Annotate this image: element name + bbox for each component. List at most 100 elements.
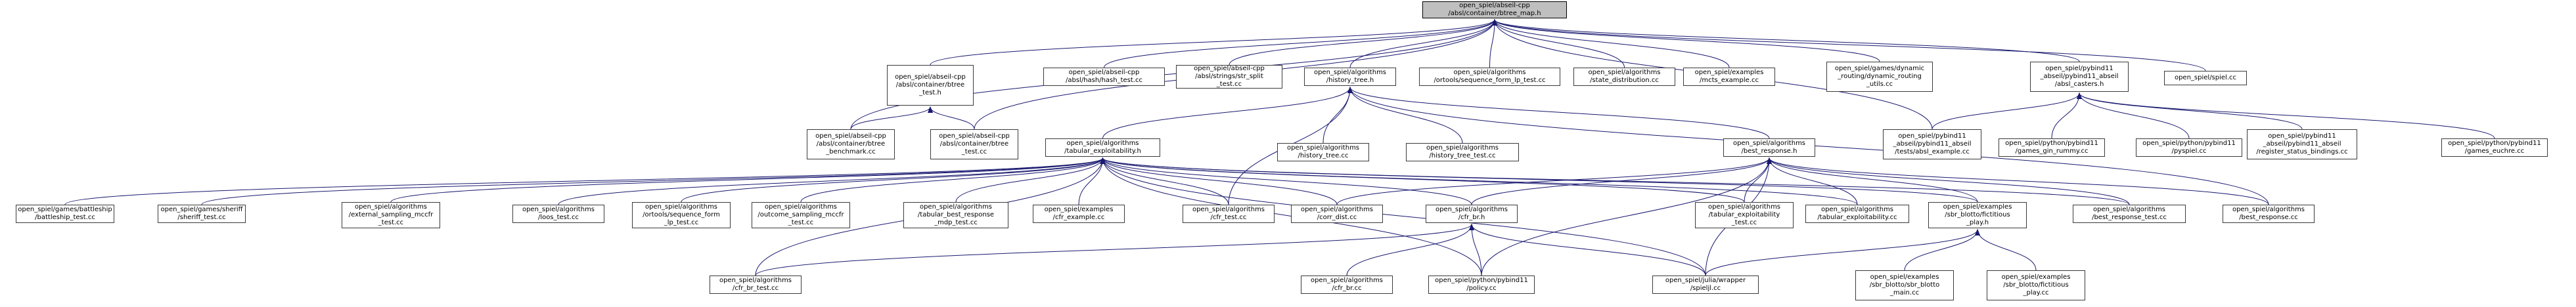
node-cfr_br_test[interactable]: open_spiel/algorithms/cfr_br_test.cc: [710, 276, 802, 294]
node-battleship_test[interactable]: open_spiel/games/battleship/battleship_t…: [16, 205, 114, 223]
node-julia_spieljl[interactable]: open_spiel/julia/wrapper/spieljl.cc: [1652, 276, 1759, 294]
node-label-line: /tabular_exploitability.cc: [1817, 214, 1897, 221]
node-dynamic_routing_utils[interactable]: open_spiel/games/dynamic_routing/dynamic…: [1826, 62, 1933, 92]
edge-abseil_btree_test_h-to-abseil_btree_map: [930, 19, 1497, 66]
node-games_euchre[interactable]: open_spiel/python/pybind11/games_euchre.…: [2441, 138, 2548, 157]
node-label-line: open_spiel/games/battleship: [18, 206, 112, 213]
node-register_status_bindings[interactable]: open_spiel/pybind11_abseil/pybind11_abse…: [2247, 129, 2357, 159]
edge-corr_dist-to-tabular_exploitability_h: [1100, 157, 1338, 205]
node-label-line: open_spiel/examples: [1694, 69, 1764, 76]
node-sheriff_test[interactable]: open_spiel/games/sheriff/sheriff_test.cc: [158, 205, 246, 223]
edge-cfr_br_cc-to-cfr_br_h: [1346, 224, 1474, 276]
node-label-line: open_spiel/algorithms: [1286, 144, 1360, 152]
node-abseil_hash_test[interactable]: open_spiel/abseil-cpp/absl/hash/hash_tes…: [1043, 68, 1165, 86]
node-label-line: /cfr_test.cc: [1210, 214, 1247, 221]
node-label-line: open_spiel/algorithms: [919, 203, 993, 211]
node-label-line: open_spiel/examples: [1943, 203, 2012, 211]
node-abseil_str_split_test[interactable]: open_spiel/abseil-cpp/absl/strings/str_s…: [1176, 65, 1282, 89]
node-absl_example[interactable]: open_spiel/pybind11_abseil/pybind11_abse…: [1883, 129, 1981, 159]
node-state_distribution[interactable]: open_spiel/algorithms/state_distribution…: [1573, 68, 1675, 86]
node-label-line: open_spiel/algorithms: [2232, 206, 2305, 213]
node-history_tree_cc[interactable]: open_spiel/algorithms/history_tree.cc: [1277, 143, 1369, 161]
node-label-line: _main.cc: [1889, 289, 1920, 297]
edge-external_sampling_mccfr_test-to-tabular_exploitability_h: [390, 157, 1106, 203]
node-label-line: /best_response_test.cc: [2092, 214, 2167, 221]
node-label-line: _test.cc: [378, 219, 404, 226]
node-cfr_test[interactable]: open_spiel/algorithms/cfr_test.cc: [1183, 205, 1275, 223]
node-label-line: /history_tree.h: [1326, 77, 1374, 84]
node-label-line: open_spiel/pybind11: [2045, 65, 2113, 72]
node-label-line: open_spiel/algorithms: [1310, 277, 1384, 284]
edge-best_response_test-to-tabular_exploitability_h: [1100, 157, 2130, 205]
edge-sequence_form_lp_test2-to-tabular_exploitability_h: [681, 157, 1106, 203]
node-mcts_example[interactable]: open_spiel/examples/mcts_example.cc: [1683, 68, 1775, 86]
node-label-line: open_spiel/abseil-cpp: [1194, 65, 1265, 72]
node-label-line: /battleship_test.cc: [35, 214, 95, 221]
node-label-line: /corr_dist.cc: [1317, 214, 1357, 221]
node-abseil_btree_map: open_spiel/abseil-cpp/absl/container/btr…: [1422, 1, 1567, 18]
node-label-line: _test.cc: [788, 219, 814, 226]
edge-pyspiel-to-pybind_absl_casters: [2077, 92, 2190, 139]
node-label-line: _abseil/pybind11_abseil: [1893, 140, 1972, 148]
node-sbr_blotto_fictitious_play_h[interactable]: open_spiel/examples/sbr_blotto/fictitiou…: [1928, 202, 2027, 228]
node-abseil_btree_test_h[interactable]: open_spiel/abseil-cpp/absl/container/btr…: [887, 65, 974, 106]
node-tabular_exploitability_h[interactable]: open_spiel/algorithms/tabular_exploitabi…: [1045, 138, 1160, 157]
node-label-line: /absl/container/btree_map.h: [1448, 10, 1541, 17]
node-label-line: /sheriff_test.cc: [177, 214, 226, 221]
node-label-line: open_spiel/abseil-cpp: [939, 133, 1010, 140]
node-label-line: open_spiel/games/sheriff: [160, 206, 243, 213]
node-abseil_btree_benchmark[interactable]: open_spiel/abseil-cpp/absl/container/btr…: [807, 129, 895, 159]
node-tabular_exploitability_test[interactable]: open_spiel/algorithms/tabular_exploitabi…: [1695, 202, 1794, 228]
node-outcome_sampling_mccfr_test[interactable]: open_spiel/algorithms/outcome_sampling_m…: [752, 202, 850, 228]
node-history_tree_h[interactable]: open_spiel/algorithms/history_tree.h: [1304, 68, 1396, 86]
node-cfr_br_h[interactable]: open_spiel/algorithms/cfr_br.h: [1426, 205, 1518, 223]
node-best_response_h[interactable]: open_spiel/algorithms/best_response.h: [1723, 138, 1815, 157]
node-cfr_example[interactable]: open_spiel/examples/cfr_example.cc: [1033, 205, 1125, 223]
node-tabular_exploitability_cc[interactable]: open_spiel/algorithms/tabular_exploitabi…: [1805, 205, 1909, 223]
edge-tabular_exploitability_h-to-history_tree_h: [1102, 87, 1353, 139]
node-best_response_cc[interactable]: open_spiel/algorithms/best_response.cc: [2223, 205, 2315, 223]
edge-games_gin_rummy-to-pybind_absl_casters: [2051, 92, 2082, 139]
node-cfr_br_cc[interactable]: open_spiel/algorithms/cfr_br.cc: [1301, 276, 1393, 294]
node-label-line: /tabular_best_response: [917, 211, 995, 218]
node-sequence_form_lp_test[interactable]: open_spiel/algorithms/ortools/sequence_f…: [1419, 68, 1560, 86]
node-games_gin_rummy[interactable]: open_spiel/python/pybind11/games_gin_rum…: [1999, 138, 2105, 157]
node-label-line: _routing/dynamic_routing: [1838, 73, 1922, 80]
edge-tabular_best_response_mdp_test-to-tabular_exploitability_h: [955, 157, 1106, 203]
node-sequence_form_lp_test2[interactable]: open_spiel/algorithms/ortools/sequence_f…: [632, 202, 731, 228]
node-label-line: _test.cc: [961, 148, 987, 155]
node-external_sampling_mccfr_test[interactable]: open_spiel/algorithms/external_sampling_…: [342, 202, 440, 228]
node-history_tree_test[interactable]: open_spiel/algorithms/history_tree_test.…: [1406, 143, 1519, 161]
edge-cfr_br_test-to-cfr_br_h: [755, 224, 1474, 276]
node-label-line: open_spiel/algorithms: [644, 203, 718, 211]
node-label-line: /state_distribution.cc: [1590, 77, 1659, 84]
node-sbr_blotto_fictitious_play_cc[interactable]: open_spiel/examples/sbr_blotto/fictitiou…: [1987, 270, 2085, 300]
node-label-line: /history_tree_test.cc: [1429, 152, 1496, 159]
edge-loss_test-to-tabular_exploitability_h: [558, 157, 1106, 205]
node-loss_test[interactable]: open_spiel/algorithms/loos_test.cc: [512, 205, 604, 223]
node-label-line: /outcome_sampling_mccfr: [757, 211, 844, 218]
edge-dynamic_routing_utils-to-abseil_btree_map: [1492, 19, 1880, 62]
node-spiel_cc[interactable]: open_spiel/spiel.cc: [2164, 71, 2247, 85]
node-label-line: open_spiel/python/pybind11: [2005, 140, 2098, 147]
edge-abseil_hash_test-to-abseil_btree_map: [1104, 19, 1497, 68]
node-best_response_test[interactable]: open_spiel/algorithms/best_response_test…: [2073, 205, 2186, 223]
node-pybind_absl_casters[interactable]: open_spiel/pybind11_abseil/pybind11_abse…: [2030, 62, 2129, 92]
edge-history_tree_test-to-history_tree_h: [1347, 87, 1463, 144]
node-label-line: open_spiel/python/pybind11: [1435, 277, 1528, 284]
node-corr_dist[interactable]: open_spiel/algorithms/corr_dist.cc: [1291, 205, 1383, 223]
node-label-line: /history_tree.cc: [1298, 152, 1349, 159]
edge-cfr_br_h-to-best_response_h: [1471, 157, 1772, 205]
node-abseil_btree_test[interactable]: open_spiel/abseil-cpp/absl/container/btr…: [930, 129, 1018, 159]
node-pyspiel[interactable]: open_spiel/python/pybind11/pyspiel.cc: [2136, 138, 2242, 157]
node-label-line: _mdp_test.cc: [934, 219, 978, 226]
node-label-line: /tests/absl_example.cc: [1895, 148, 1970, 155]
edge-cfr_br_h-to-tabular_exploitability_h: [1100, 157, 1472, 205]
node-policy_cc[interactable]: open_spiel/python/pybind11/policy.cc: [1428, 276, 1535, 294]
edge-best_response_test-to-best_response_h: [1767, 157, 2130, 205]
node-label-line: open_spiel/algorithms: [522, 206, 595, 213]
node-label-line: /spieljl.cc: [1690, 285, 1721, 292]
node-tabular_best_response_mdp_test[interactable]: open_spiel/algorithms/tabular_best_respo…: [903, 202, 1008, 228]
node-sbr_blotto_main[interactable]: open_spiel/examples/sbr_blotto/sbr_blott…: [1855, 270, 1954, 300]
